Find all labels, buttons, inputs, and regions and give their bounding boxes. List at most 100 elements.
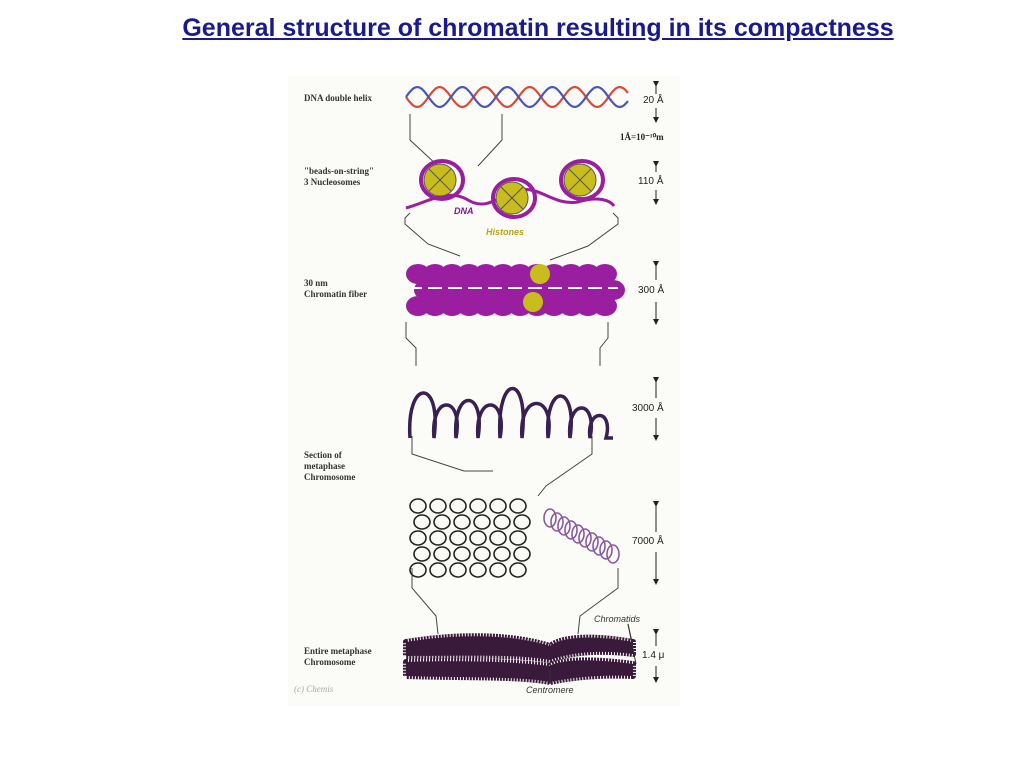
fiber-nucleosome [465,280,489,300]
fiber-nucleosome [423,264,447,284]
fiber-nucleosome [601,280,625,300]
coil-loop [473,546,491,562]
coil-loop [493,546,511,562]
label-section-of: Section of [304,450,342,460]
coil-loop [453,514,471,530]
fiber-nucleosome [491,264,515,284]
label-nucleosomes: 3 Nucleosomes [304,177,361,187]
chromatin-loops [407,387,613,440]
size-20A: 20 Å [643,95,664,106]
fiber-histone [530,264,550,284]
coil-loop [433,514,451,530]
fiber-nucleosome [559,296,583,316]
fiber-nucleosome [457,264,481,284]
fiber-nucleosome [593,296,617,316]
fiber-nucleosome [499,280,523,300]
label-dna-double-helix: DNA double helix [304,93,373,103]
size-1.4mu: 1.4 μ [642,650,665,661]
coil-extended [599,540,613,560]
coil-loop [509,562,527,578]
fiber-nucleosome [414,280,438,300]
coil-loop [449,530,467,546]
fiber-nucleosome [593,264,617,284]
coil-loop [509,498,527,514]
fiber-nucleosome [559,264,583,284]
coil-loop [433,546,451,562]
fiber-nucleosome [542,296,566,316]
size-110A: 110 Å [638,176,664,187]
coil-loop [429,530,447,546]
slide-title: General structure of chromatin resulting… [182,14,894,42]
angstrom-note: 1Å=10⁻¹⁰m [620,132,664,142]
coil-extended [557,516,571,536]
fiber-nucleosome [440,264,464,284]
label-chromatin-fiber: Chromatin fiber [304,289,368,299]
fiber-nucleosome [431,280,455,300]
label-beads-on-string: "beads-on-string" [304,166,375,176]
size-300A: 300 Å [638,285,665,296]
coil-loop [489,498,507,514]
coil-loop [509,530,527,546]
tag-histones: Histones [486,227,525,237]
label-30nm: 30 nm [304,278,328,288]
coil-loop [469,562,487,578]
coil-loop [429,498,447,514]
label-chromosome: Chromosome [304,472,356,482]
coil-loop [513,514,531,530]
tag-centromere: Centromere [526,685,574,695]
chromosome-section [409,498,620,578]
coil-loop [453,546,471,562]
fiber-nucleosome [584,280,608,300]
coil-extended [564,520,578,540]
fiber-nucleosome [508,264,532,284]
copyright-text: (c) Chemis [294,684,334,694]
coil-loop [413,546,431,562]
coil-loop [493,514,511,530]
coil-extended [543,508,557,528]
fiber-nucleosome [576,264,600,284]
chromatin-figure: DNA double helix "beads-on-string" 3 Nuc… [288,76,680,706]
coil-extended [585,532,599,552]
coil-extended [606,544,620,564]
nucleosome-bead [491,177,537,219]
nucleosome-bead [559,159,605,201]
nucleosome-bead [419,159,465,201]
fiber-nucleosome [491,296,515,316]
fiber-nucleosome [423,296,447,316]
coil-extended [592,536,606,556]
coil-loop [489,562,507,578]
fiber-nucleosome [448,280,472,300]
coil-loop [473,514,491,530]
coil-loop [409,530,427,546]
fiber-nucleosome [576,296,600,316]
coil-extended [571,524,585,544]
fiber-nucleosome [406,296,430,316]
fiber-nucleosome [550,280,574,300]
fiber-nucleosome [474,296,498,316]
fiber-histone [523,292,543,312]
coil-loop [413,514,431,530]
coil-extended [578,528,592,548]
dna-double-helix [405,85,629,109]
fiber-nucleosome [440,296,464,316]
coil-loop [409,562,427,578]
metaphase-chromosome [403,623,637,685]
coil-loop [469,498,487,514]
fiber-nucleosome [482,280,506,300]
tag-chromatids: Chromatids [594,614,641,624]
zoom-connectors [404,114,619,635]
coil-extended [550,512,564,532]
tag-dna: DNA [454,206,474,216]
fiber-nucleosome [474,264,498,284]
coil-loop [409,498,427,514]
coil-loop [449,562,467,578]
coil-loop [469,530,487,546]
fiber-nucleosome [457,296,481,316]
coil-loop [449,498,467,514]
chromatin-diagram [403,81,659,685]
fiber-nucleosome [567,280,591,300]
nucleosomes [405,159,616,219]
size-3000A: 3000 Å [632,403,664,414]
size-7000A: 7000 Å [632,536,664,547]
label-entire-chromosome: Chromosome [304,657,356,667]
